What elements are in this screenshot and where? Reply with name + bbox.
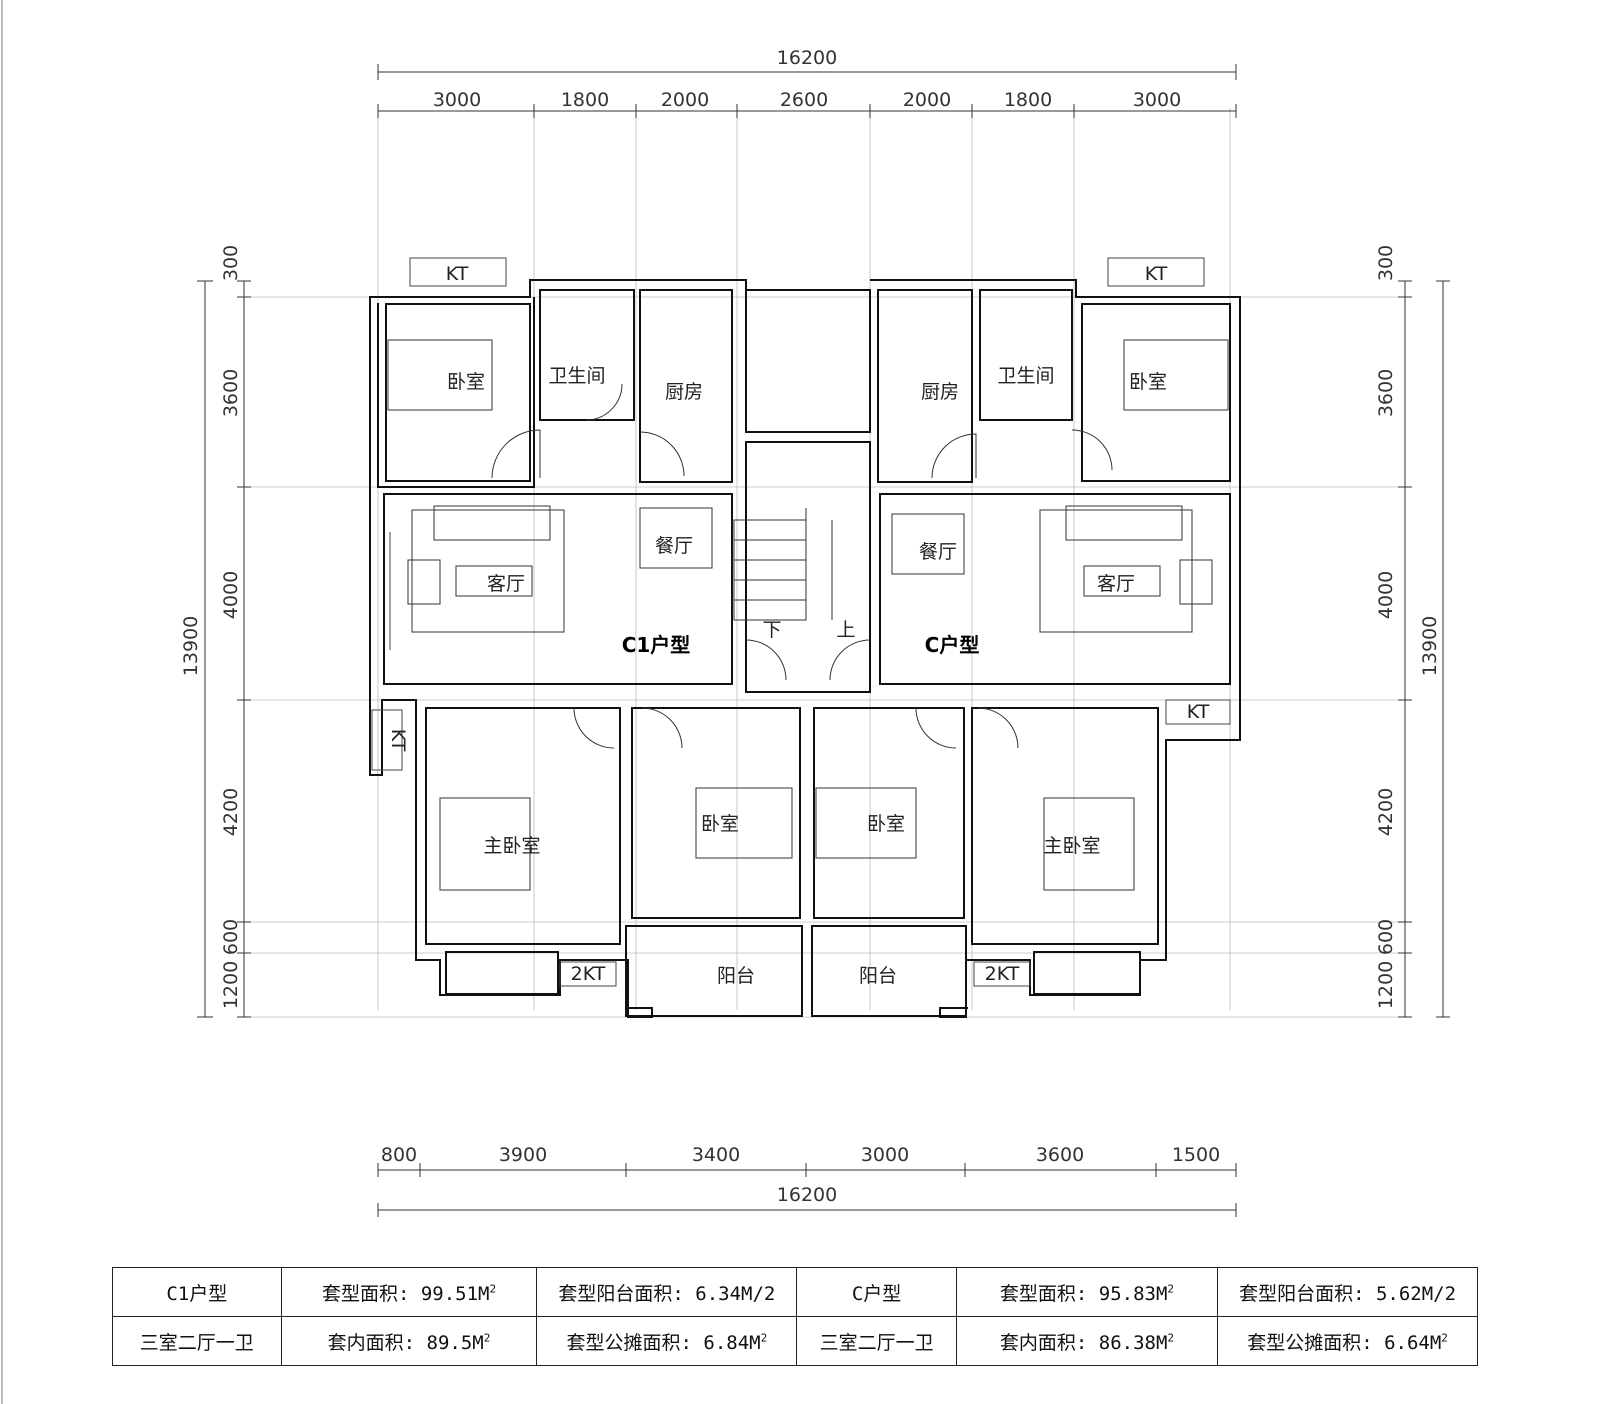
- right-dim-4: 4200: [1375, 788, 1397, 836]
- c-inner-sup: 2: [1167, 1331, 1175, 1345]
- right-dim-2: 3600: [1375, 369, 1397, 417]
- c-inner-cell: 套内面积: 86.38M2: [955, 1316, 1219, 1366]
- area-info-table: C1户型 套型面积: 99.51M2 套型阳台面积: 6.34M/2 C户型 套…: [112, 1267, 1478, 1366]
- bottom-total-dimension: 16200: [777, 1184, 837, 1206]
- top-dim-5: 2000: [903, 89, 951, 111]
- c-balcony-cell: 套型阳台面积: 5.62M/2: [1217, 1267, 1478, 1317]
- top-dim-4: 2600: [780, 89, 828, 111]
- room-bathroom-right: 卫生间: [997, 365, 1054, 387]
- left-dim-5: 600: [220, 919, 242, 955]
- c1-inner-cell: 套内面积: 89.5M2: [280, 1316, 538, 1366]
- stair-up-label: 上: [836, 619, 855, 641]
- room-bedroom-top-right: 卧室: [1129, 371, 1167, 393]
- c-shared-text: 套型公摊面积: 6.64M: [1247, 1331, 1442, 1354]
- left-dim-3: 4000: [220, 571, 242, 619]
- ac-label-top-right: KT: [1145, 263, 1168, 285]
- c1-shared-sup: 2: [760, 1331, 768, 1345]
- c1-rooms-cell: 三室二厅一卫: [112, 1316, 282, 1366]
- grid-lines: [250, 108, 1400, 1018]
- top-dimension-lines: [377, 64, 1237, 118]
- room-balcony-right: 阳台: [859, 965, 897, 987]
- ac-label-top-left: KT: [446, 263, 469, 285]
- room-dining-left: 餐厅: [655, 535, 693, 557]
- room-master-bedroom-left: 主卧室: [483, 835, 540, 857]
- right-dim-3: 4000: [1375, 571, 1397, 619]
- room-kitchen-left: 厨房: [665, 381, 703, 403]
- c-area-cell: 套型面积: 95.83M2: [955, 1267, 1219, 1317]
- c-shared-sup: 2: [1441, 1331, 1448, 1345]
- bottom-dim-5: 3600: [1036, 1144, 1084, 1166]
- unit-label-c: C户型: [925, 633, 980, 657]
- c1-area-cell: 套型面积: 99.51M2: [280, 1267, 538, 1317]
- ac-label-left: KT: [387, 729, 409, 752]
- left-dim-4: 4200: [220, 788, 242, 836]
- ac-label-right: KT: [1187, 701, 1210, 723]
- windows: [371, 257, 1231, 987]
- top-dim-2: 1800: [561, 89, 609, 111]
- door-swings: [491, 383, 1113, 749]
- walls: [369, 279, 1241, 1018]
- beds: [387, 339, 1229, 891]
- table-row: 三室二厅一卫 套内面积: 89.5M2 套型公摊面积: 6.84M2 三室二厅一…: [112, 1316, 1478, 1366]
- bottom-dim-4: 3000: [861, 1144, 909, 1166]
- ac2-label-right: 2KT: [985, 963, 1020, 985]
- c1-inner-text: 套内面积: 89.5M: [327, 1331, 484, 1354]
- unit-label-c1: C1户型: [622, 633, 691, 657]
- stair-down-label: 下: [762, 619, 781, 641]
- c-shared-cell: 套型公摊面积: 6.64M2: [1217, 1316, 1478, 1366]
- left-total-dimension: 13900: [180, 616, 202, 676]
- c-area-sup: 2: [1167, 1282, 1175, 1296]
- c1-shared-text: 套型公摊面积: 6.84M: [566, 1331, 761, 1354]
- c-rooms-cell: 三室二厅一卫: [796, 1316, 957, 1366]
- top-dim-1: 3000: [433, 89, 481, 111]
- c-area-text: 套型面积: 95.83M: [999, 1282, 1168, 1305]
- c1-balcony-cell: 套型阳台面积: 6.34M/2: [536, 1267, 798, 1317]
- right-dim-6: 1200: [1375, 961, 1397, 1009]
- room-dining-right: 餐厅: [919, 541, 957, 563]
- room-bedroom-lower-right: 卧室: [867, 813, 905, 835]
- left-dim-1: 300: [220, 245, 242, 281]
- bottom-dim-3: 3400: [692, 1144, 740, 1166]
- top-dim-7: 3000: [1133, 89, 1181, 111]
- c1-area-text: 套型面积: 99.51M: [321, 1282, 490, 1305]
- bottom-dim-1: 800: [381, 1144, 417, 1166]
- c1-shared-cell: 套型公摊面积: 6.84M2: [536, 1316, 798, 1366]
- ac2-label-left: 2KT: [571, 963, 606, 985]
- bottom-dim-6: 1500: [1172, 1144, 1220, 1166]
- furniture: [407, 505, 1213, 633]
- right-total-dimension: 13900: [1419, 616, 1441, 676]
- right-dimension-lines: [1398, 280, 1450, 1018]
- top-total-dimension: 16200: [777, 47, 837, 69]
- room-balcony-left: 阳台: [717, 965, 755, 987]
- room-bedroom-top-left: 卧室: [447, 371, 485, 393]
- room-bedroom-lower-left: 卧室: [701, 813, 739, 835]
- room-kitchen-right: 厨房: [921, 381, 959, 403]
- c-inner-text: 套内面积: 86.38M: [999, 1331, 1168, 1354]
- top-dim-3: 2000: [661, 89, 709, 111]
- room-living-left: 客厅: [487, 573, 525, 595]
- left-dim-2: 3600: [220, 369, 242, 417]
- left-dimension-lines: [197, 280, 251, 1018]
- c-type-cell: C户型: [796, 1267, 957, 1317]
- right-dim-1: 300: [1375, 245, 1397, 281]
- c1-type-cell: C1户型: [112, 1267, 282, 1317]
- room-living-right: 客厅: [1097, 573, 1135, 595]
- left-dim-6: 1200: [220, 961, 242, 1009]
- room-bathroom-left: 卫生间: [548, 365, 605, 387]
- table-row: C1户型 套型面积: 99.51M2 套型阳台面积: 6.34M/2 C户型 套…: [112, 1267, 1478, 1317]
- c1-inner-sup: 2: [483, 1331, 491, 1345]
- bottom-dim-2: 3900: [499, 1144, 547, 1166]
- room-master-bedroom-right: 主卧室: [1043, 835, 1100, 857]
- right-dim-5: 600: [1375, 919, 1397, 955]
- c1-area-sup: 2: [489, 1282, 497, 1296]
- bottom-dimension-lines: [377, 1163, 1237, 1217]
- top-dim-6: 1800: [1004, 89, 1052, 111]
